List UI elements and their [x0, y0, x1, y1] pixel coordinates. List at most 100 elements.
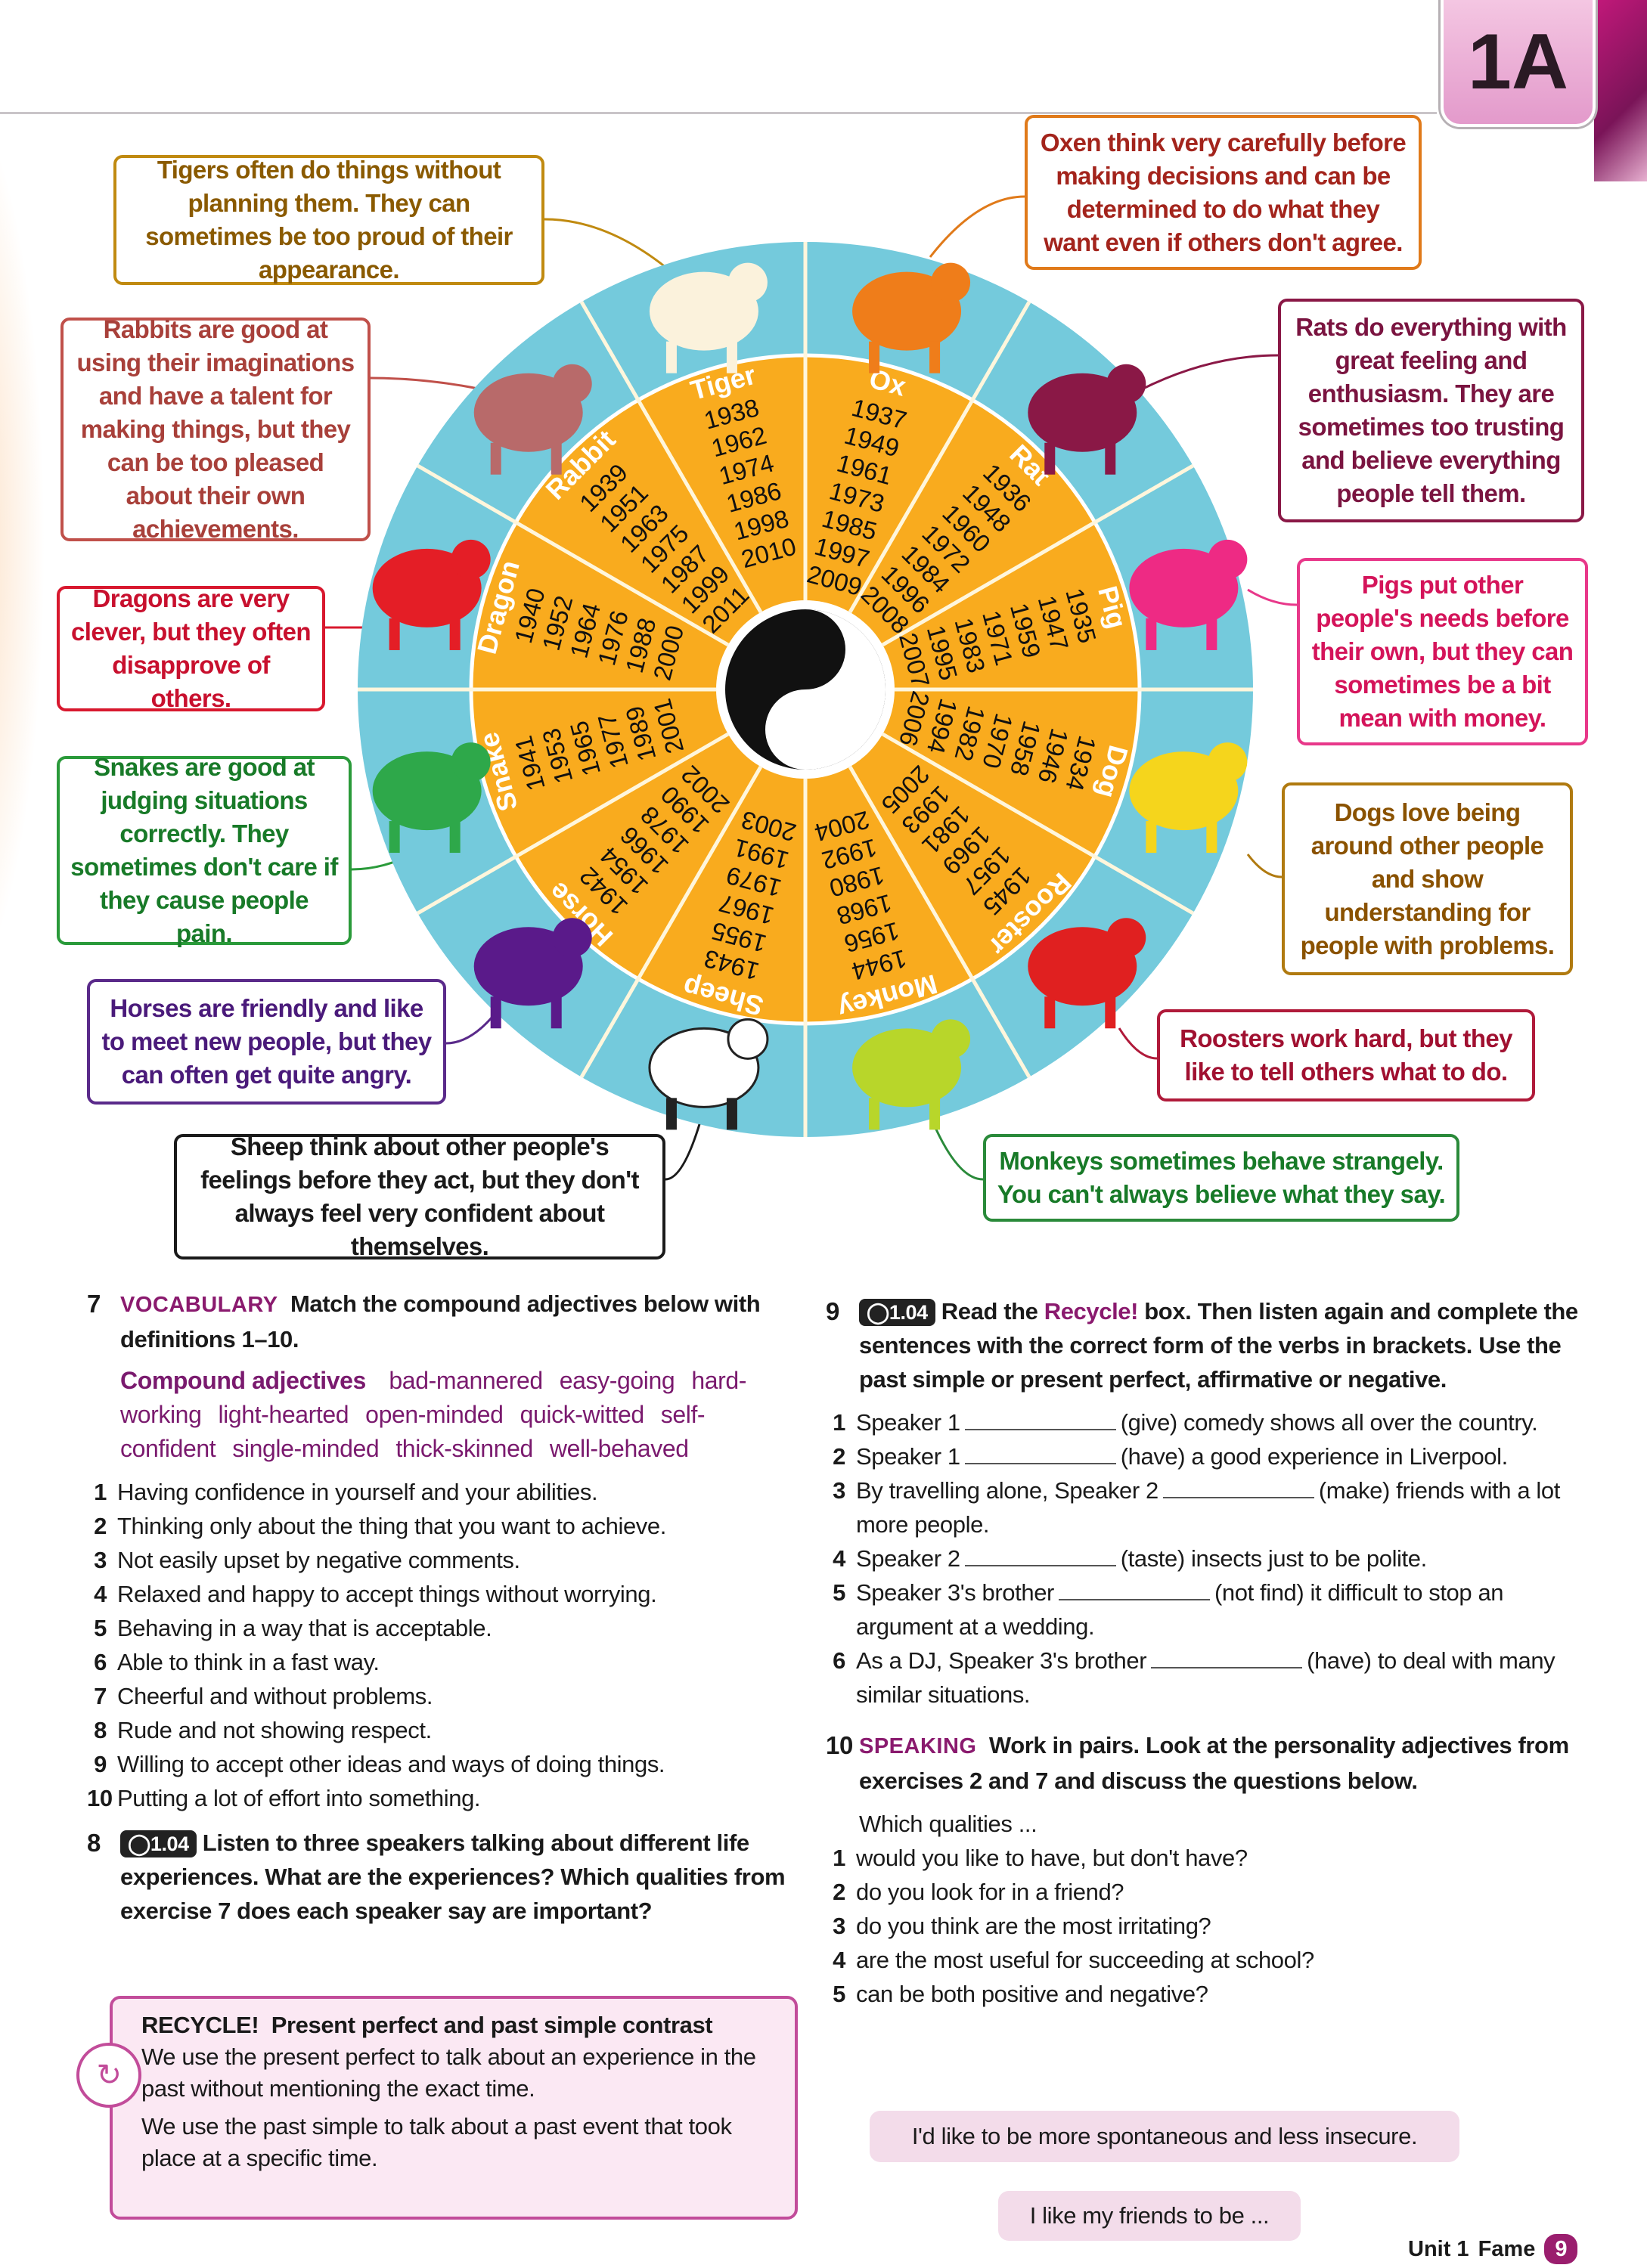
arrow-rat	[1134, 354, 1279, 395]
item-text: Speaker 3's brother(not find) it difficu…	[856, 1576, 1582, 1644]
horse-illustration	[473, 918, 592, 1029]
speech-bubble-2: I like my friends to be ...	[998, 2191, 1301, 2241]
exercise-instruction: Listen to three speakers talking about d…	[120, 1830, 786, 1924]
sector-divider	[848, 301, 1031, 614]
compound-adjective: single-minded	[232, 1435, 380, 1462]
arrow-dog	[1246, 854, 1283, 878]
compound-adjective: quick-witted	[520, 1401, 645, 1428]
ox-illustration	[852, 262, 971, 373]
compound-adjective: easy-going	[559, 1367, 675, 1394]
compound-adjective: open-minded	[365, 1401, 504, 1428]
list-item: 5 Behaving in a way that is acceptable.	[87, 1611, 798, 1645]
answer-blank[interactable]	[1162, 1476, 1314, 1498]
sector-divider	[881, 463, 1194, 647]
item-number: 6	[833, 1647, 845, 1674]
definition-text: Not easily upset by negative comments.	[117, 1547, 520, 1573]
unit-tab: 1A	[1441, 0, 1596, 127]
exercise-number: 7	[87, 1290, 101, 1318]
pig-illustration	[1129, 539, 1248, 650]
exercise-10-heading: 10 SPEAKING Work in pairs. Look at the p…	[826, 1728, 1582, 1798]
list-item: 1 Speaker 1(give) comedy shows all over t…	[826, 1405, 1582, 1439]
item-number: 5	[833, 1579, 845, 1606]
callout-pig: Pigs put other people's needs before the…	[1297, 558, 1588, 745]
exercise-instruction: Work in pairs. Look at the personality a…	[859, 1732, 1569, 1794]
compound-adjective: hard-working	[120, 1367, 747, 1428]
item-text: Speaker 1(give) comedy shows all over th…	[856, 1405, 1538, 1439]
answer-blank[interactable]	[964, 1408, 1116, 1430]
answer-blank[interactable]	[964, 1544, 1116, 1566]
recycle-paragraph-2: We use the past simple to talk about a p…	[141, 2113, 732, 2171]
item-text: Willing to accept other ideas and ways o…	[117, 1747, 665, 1781]
callout-rooster: Roosters work hard, but they like to tel…	[1157, 1009, 1535, 1101]
list-item: 3 do you think are the most irritating?	[826, 1909, 1582, 1943]
rooster-illustration	[1028, 918, 1146, 1029]
sentence-start: Speaker 1	[856, 1443, 960, 1470]
audio-track-button[interactable]: ◯1.04	[120, 1830, 197, 1857]
audio-track-button[interactable]: ◯1.04	[859, 1299, 935, 1326]
sheep-illustration	[648, 1018, 769, 1130]
item-number: 4	[833, 1545, 845, 1572]
header-rule	[0, 112, 1437, 114]
item-number: 8	[94, 1717, 107, 1743]
item-number: 3	[94, 1547, 107, 1573]
monkey-illustration	[852, 1019, 971, 1130]
sector-divider	[579, 301, 763, 614]
list-item: 3 Not easily upset by negative comments.	[87, 1543, 798, 1577]
item-text: Thinking only about the thing that you w…	[117, 1509, 666, 1543]
instruction-part: Read the	[941, 1298, 1038, 1325]
item-text: Behaving in a way that is acceptable.	[117, 1611, 492, 1645]
exercise-9-list: 1 Speaker 1(give) comedy shows all over t…	[826, 1405, 1582, 1712]
footer-unit: Unit 1	[1408, 2236, 1469, 2261]
answer-blank[interactable]	[1151, 1646, 1303, 1668]
item-number: 3	[833, 1913, 845, 1939]
item-number: 4	[833, 1947, 845, 1973]
recycle-heading: Present perfect and past simple contrast	[271, 2012, 713, 2038]
sector-divider	[848, 765, 1031, 1078]
compound-adjective: self-confident	[120, 1401, 706, 1462]
dog-illustration	[1129, 742, 1248, 854]
arrow-ox	[929, 195, 1025, 258]
answer-blank[interactable]	[1058, 1578, 1210, 1600]
list-item: 7 Cheerful and without problems.	[87, 1679, 798, 1713]
definition-text: Rude and not showing respect.	[117, 1717, 432, 1743]
left-column: 7 VOCABULARY Match the compound adjectiv…	[87, 1287, 798, 1928]
item-text: Cheerful and without problems.	[117, 1679, 433, 1713]
definition-text: Having confidence in yourself and your a…	[117, 1479, 598, 1505]
sentence-end: (have) a good experience in Liverpool.	[1120, 1443, 1509, 1470]
item-text: Putting a lot of effort into something.	[117, 1781, 481, 1815]
arrow-pig	[1247, 588, 1298, 606]
sentence-end: (have) to deal with many similar situati…	[856, 1647, 1556, 1708]
sector-divider	[881, 732, 1194, 916]
item-number: 1	[833, 1409, 845, 1436]
item-text: do you think are the most irritating?	[856, 1909, 1211, 1943]
answer-blank[interactable]	[964, 1442, 1116, 1464]
definition-text: Able to think in a fast way.	[117, 1649, 380, 1675]
sector-divider	[417, 463, 730, 647]
callout-dragon: Dragons are very clever, but they often …	[57, 584, 325, 712]
item-text: Having confidence in yourself and your a…	[117, 1475, 598, 1509]
arrow-sheep	[665, 1111, 705, 1181]
item-number: 5	[833, 1981, 845, 2007]
instruction-part: box. Then listen again and complete the …	[859, 1298, 1578, 1393]
snake-illustration	[372, 742, 491, 854]
tiger-illustration	[649, 262, 768, 373]
page-decoration-right	[1594, 0, 1647, 181]
sentence-start: Speaker 3's brother	[856, 1579, 1054, 1606]
sentence-start: Speaker 2	[856, 1545, 960, 1572]
item-number: 7	[94, 1683, 107, 1709]
definition-text: Relaxed and happy to accept things witho…	[117, 1581, 657, 1607]
item-number: 5	[94, 1615, 107, 1641]
sentence-end: (not find) it difficult to stop an argum…	[856, 1579, 1504, 1640]
zodiac-wheel: Ox1937194919611973198519972009Rat1936194…	[325, 195, 1298, 1181]
